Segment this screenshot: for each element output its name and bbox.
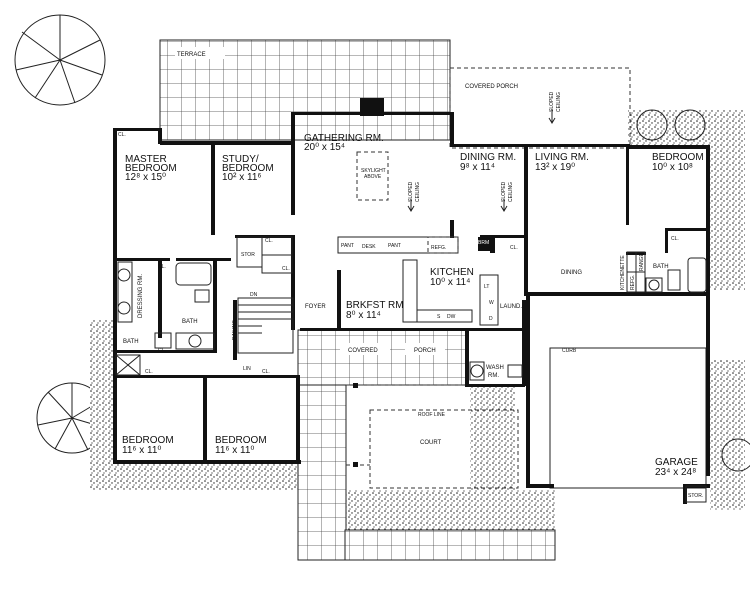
bath-master-label: BATH bbox=[182, 319, 198, 325]
covered-porch-label: COVERED bbox=[348, 348, 378, 354]
garage-label: GARAGE bbox=[655, 457, 698, 468]
dressing-room-label: DRESSING RM. bbox=[138, 274, 144, 318]
storage-label: STOR bbox=[241, 252, 255, 258]
garage-storage-label: STOR. bbox=[688, 493, 703, 499]
covered-porch-rear-label: COVERED PORCH bbox=[465, 84, 518, 90]
closet-label: CL. bbox=[510, 245, 518, 251]
terrace-label: TERRACE bbox=[177, 52, 206, 58]
bedroom-ne-size: 10⁰ x 10⁸ bbox=[652, 162, 693, 173]
bedroom-sw-size: 11⁶ x 11⁰ bbox=[122, 445, 161, 456]
garage-size: 23⁴ x 24⁸ bbox=[655, 467, 696, 478]
sloped-ceiling-label: SLOPED bbox=[549, 91, 555, 112]
master-bedroom-label-2: BEDROOM bbox=[125, 163, 177, 174]
bath-hall-label: BATH bbox=[123, 339, 139, 345]
bedroom-ne-label: BEDROOM bbox=[652, 152, 704, 163]
closet-label: CL. bbox=[671, 236, 679, 242]
tree-symbol-icon bbox=[14, 14, 106, 106]
study-label: STUDY/ bbox=[222, 154, 259, 165]
study-label-2: BEDROOM bbox=[222, 163, 274, 174]
sloped-ceiling-label-2: CEILING bbox=[415, 182, 421, 202]
bath-ne-label: BATH bbox=[653, 264, 669, 270]
kitchen-label: KITCHEN bbox=[430, 267, 474, 278]
desk-label: DESK bbox=[362, 244, 376, 250]
bedroom-s-size: 11⁶ x 11⁰ bbox=[215, 445, 254, 456]
pantry-label: PANT bbox=[341, 243, 354, 249]
room-labels: MASTER BEDROOM 12⁸ x 15⁰ STUDY/ BEDROOM … bbox=[122, 133, 704, 478]
closet-label: CL. bbox=[282, 266, 290, 272]
dryer-label: D bbox=[489, 316, 493, 322]
curb-label: CURB bbox=[562, 348, 577, 354]
dining-room-label: DINING RM. bbox=[460, 152, 516, 163]
dining-room-size: 9⁸ x 11⁴ bbox=[460, 162, 495, 173]
broom-closet-label: BRM bbox=[478, 240, 489, 246]
master-bedroom-label: MASTER bbox=[125, 154, 167, 165]
covered-porch-rear bbox=[449, 67, 631, 149]
sink-label: S bbox=[437, 314, 441, 320]
kitchenette-range-label: RANGE bbox=[639, 253, 645, 271]
closet-label: CL. bbox=[158, 264, 166, 270]
laundry-label: LAUND. bbox=[500, 304, 522, 310]
refrigerator-label: REFG. bbox=[431, 245, 446, 251]
walls bbox=[113, 112, 710, 504]
closet-label: CL. bbox=[158, 348, 166, 354]
living-room-size: 13² x 19⁰ bbox=[535, 162, 575, 173]
fixtures bbox=[115, 98, 707, 503]
master-bedroom-size: 12⁸ x 15⁰ bbox=[125, 172, 166, 183]
porch-label: PORCH bbox=[414, 348, 436, 354]
linen-label: LIN bbox=[243, 366, 251, 372]
sloped-ceiling-label-2: CEILING bbox=[556, 92, 562, 112]
walk-south bbox=[344, 529, 556, 561]
landscaping bbox=[90, 109, 750, 530]
front-walk bbox=[297, 384, 347, 561]
gathering-room-size: 20⁰ x 15⁴ bbox=[304, 142, 345, 153]
railing-label: RAILING bbox=[232, 320, 238, 340]
bedroom-s-label: BEDROOM bbox=[215, 435, 267, 446]
fixture-labels: CL. CL. CL. STOR CL. CL. CL. LIN CL. DN … bbox=[118, 91, 703, 499]
closet-label: CL. bbox=[262, 369, 270, 375]
skylight bbox=[356, 151, 389, 201]
dining-label: DINING bbox=[561, 270, 582, 276]
laundry-tub-label: LT bbox=[484, 284, 489, 290]
closet-label: CL. bbox=[145, 369, 153, 375]
roof-line-label: ROOF LINE bbox=[418, 412, 446, 418]
washer-label: W bbox=[489, 300, 494, 306]
foyer-label: FOYER bbox=[305, 304, 326, 310]
skylight-label-2: ABOVE bbox=[364, 174, 382, 180]
sloped-ceiling-label: SLOPED bbox=[408, 181, 414, 202]
kitchen-size: 10⁰ x 11⁴ bbox=[430, 277, 470, 288]
kitchenette-label: KITCHENETTE bbox=[620, 255, 626, 290]
breakfast-room-label: BRKFST RM bbox=[346, 300, 404, 311]
closet-label: CL. bbox=[118, 132, 126, 138]
study-size: 10² x 11⁶ bbox=[222, 172, 262, 183]
gathering-room-label: GATHERING RM. bbox=[304, 133, 384, 144]
sloped-ceiling-label: SLOPED bbox=[501, 181, 507, 202]
living-room-label: LIVING RM. bbox=[535, 152, 589, 163]
wash-room-label-2: RM. bbox=[488, 373, 499, 379]
skylight-label: SKYLIGHT bbox=[361, 168, 386, 174]
stairs-down-label: DN bbox=[250, 292, 258, 298]
breakfast-room-size: 8⁰ x 11⁴ bbox=[346, 310, 381, 321]
covered-porch-front bbox=[297, 329, 469, 386]
kitchenette-refrigerator-label: REFG. bbox=[630, 275, 636, 290]
wash-room-label: WASH bbox=[486, 365, 504, 371]
dishwasher-label: DW bbox=[447, 314, 456, 320]
pantry-label-2: PANT bbox=[388, 243, 401, 249]
sloped-arrow-icon bbox=[407, 110, 556, 212]
court-label: COURT bbox=[420, 440, 442, 446]
closet-label: CL. bbox=[265, 238, 273, 244]
bedroom-sw-label: BEDROOM bbox=[122, 435, 174, 446]
court bbox=[369, 409, 519, 489]
sloped-ceiling-label-2: CEILING bbox=[508, 182, 514, 202]
